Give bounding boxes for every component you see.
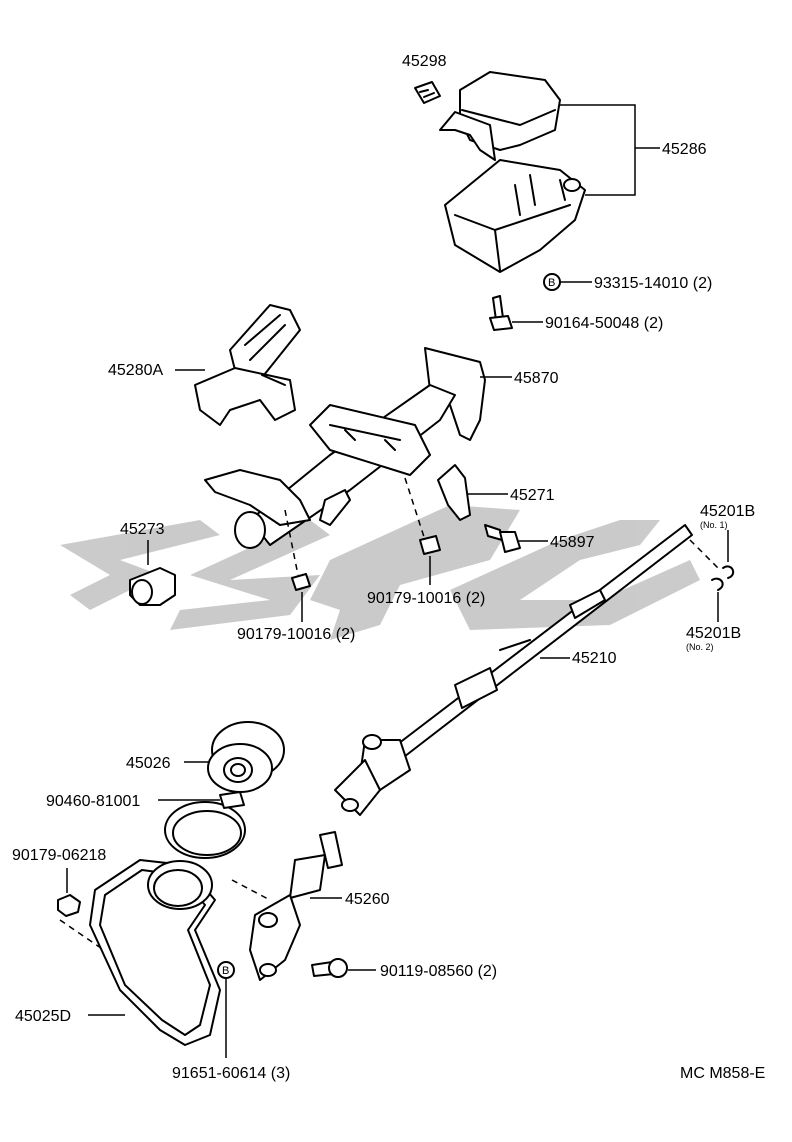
part-90179-10016-clip-b xyxy=(419,535,441,585)
part-45271-cover xyxy=(437,464,508,521)
label-45201B-no1: 45201B xyxy=(700,503,755,520)
dashed-leader-45201B xyxy=(689,539,721,571)
label-45201B-no2-sub: (No. 2) xyxy=(686,642,714,652)
label-45025D: 45025D xyxy=(15,1008,71,1025)
dashed-leader-left xyxy=(284,509,299,576)
label-45201B-no2: 45201B xyxy=(686,625,741,642)
leader-45286 xyxy=(560,104,660,196)
part-90460-clamp xyxy=(158,791,246,859)
label-45286: 45286 xyxy=(662,141,707,158)
b-marker-text: B xyxy=(548,277,555,289)
watermark-logo xyxy=(60,505,700,640)
label-45271: 45271 xyxy=(510,487,555,504)
label-45273: 45273 xyxy=(120,521,165,538)
part-45280A-bracket xyxy=(175,304,301,426)
label-90179-10016-b: 90179-10016 (2) xyxy=(237,626,355,643)
part-90179-06218-nut xyxy=(57,868,81,917)
part-45286-upper-cover xyxy=(439,71,561,161)
part-45201B-no2 xyxy=(711,577,724,622)
diagram-code: MC M858-E xyxy=(680,1065,765,1082)
label-90179-06218: 90179-06218 xyxy=(12,847,106,864)
part-45273-bushing xyxy=(129,540,176,606)
label-45201B-no1-sub: (No. 1) xyxy=(700,520,728,530)
label-45210: 45210 xyxy=(572,650,617,667)
part-45210-shaft xyxy=(334,524,693,816)
label-45870: 45870 xyxy=(514,370,559,387)
part-91651-marker: B xyxy=(217,961,235,1058)
part-93315-marker: B xyxy=(543,273,592,291)
part-45286-lower-cover xyxy=(444,159,586,273)
part-45897-pin xyxy=(484,524,548,553)
part-90164-bolt xyxy=(489,295,543,331)
label-45897: 45897 xyxy=(550,534,595,551)
dashed-leader-45260 xyxy=(231,879,271,901)
label-90119: 90119-08560 (2) xyxy=(380,963,497,980)
label-90179-10016-a: 90179-10016 (2) xyxy=(367,590,485,607)
label-90460: 90460-81001 xyxy=(46,793,140,810)
part-90119-bolt xyxy=(311,958,376,978)
part-45260-intermediate-shaft xyxy=(249,831,343,981)
part-45026-bearing xyxy=(184,721,285,793)
label-91651: 91651-60614 (3) xyxy=(172,1065,290,1082)
part-45025D-cover xyxy=(88,859,221,1046)
label-45026: 45026 xyxy=(126,755,171,772)
label-45260: 45260 xyxy=(345,891,390,908)
part-45298-clip xyxy=(414,81,441,104)
label-45280A: 45280A xyxy=(108,362,163,379)
part-45870-column-tube xyxy=(204,347,512,549)
part-45201B-no1 xyxy=(722,530,735,579)
label-93315: 93315-14010 (2) xyxy=(594,275,712,292)
label-45298: 45298 xyxy=(402,53,447,70)
b-marker-text-2: B xyxy=(222,965,229,977)
part-90179-10016-clip-a xyxy=(291,573,311,622)
label-90164: 90164-50048 (2) xyxy=(545,315,663,332)
